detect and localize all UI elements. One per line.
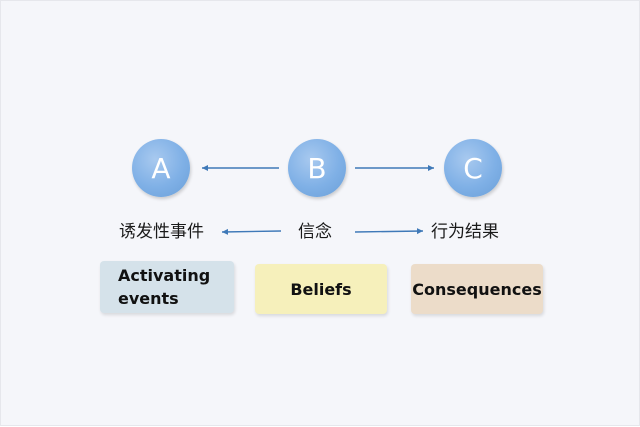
node-c-chinese-label: 行为结果 bbox=[431, 222, 499, 242]
node-c-circle: C bbox=[444, 139, 502, 197]
arrow-b-to-a-bottom bbox=[221, 228, 282, 235]
node-b-chinese-label: 信念 bbox=[298, 222, 332, 242]
node-a-chinese-label: 诱发性事件 bbox=[119, 222, 204, 242]
node-b-english-box: Beliefs bbox=[255, 264, 387, 314]
arrow-b-to-c-bottom bbox=[354, 228, 424, 235]
node-b-circle: B bbox=[288, 139, 346, 197]
node-a-english-box: Activating events bbox=[100, 261, 234, 313]
node-a-circle: A bbox=[132, 139, 190, 197]
node-b-english-label: Beliefs bbox=[290, 279, 352, 299]
node-a-english-label: Activating events bbox=[118, 266, 211, 308]
node-c-english-box: Consequences bbox=[411, 264, 543, 314]
node-c-english-label: Consequences bbox=[412, 279, 542, 299]
